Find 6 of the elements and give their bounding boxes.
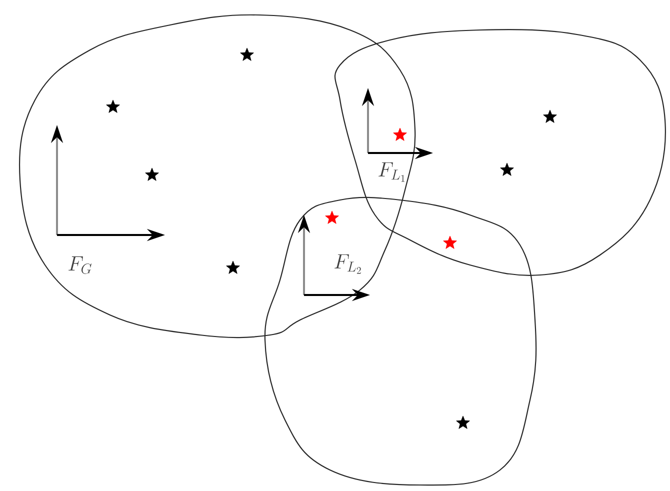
- frame-label: $F_G$: [68, 256, 92, 274]
- frame-label: $F_{L_1}$: [378, 162, 405, 182]
- region-outline: [264, 196, 537, 486]
- region-outline: [334, 29, 666, 276]
- frame-label: $F_{L_2}$: [334, 254, 361, 274]
- region-outline: [18, 14, 416, 338]
